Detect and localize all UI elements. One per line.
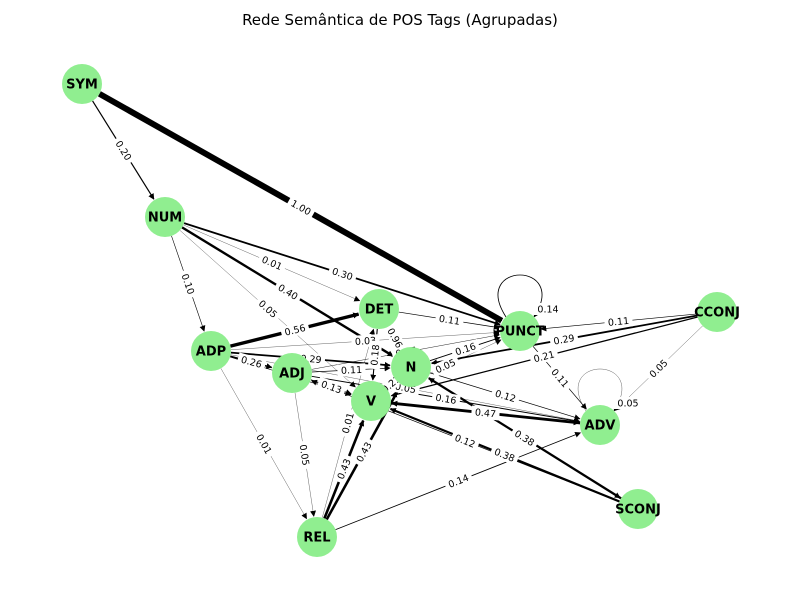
node-circle — [391, 347, 431, 387]
node-label: DET — [365, 303, 394, 318]
edge-weight-label: 0.05 — [296, 440, 313, 470]
node-circle — [191, 331, 231, 371]
edge-weight-label: 0.05 — [614, 397, 642, 409]
svg-text:0.11: 0.11 — [608, 316, 630, 329]
svg-text:0.26: 0.26 — [240, 355, 263, 371]
svg-text:0.12: 0.12 — [494, 388, 517, 405]
edge-weight-label: 0.40 — [272, 279, 304, 305]
node-circle — [272, 353, 312, 393]
node-circle — [359, 289, 399, 329]
node-adv: ADV — [580, 405, 620, 445]
svg-text:0.16: 0.16 — [435, 393, 458, 407]
node-label: SYM — [66, 78, 98, 93]
svg-text:0.11: 0.11 — [341, 365, 363, 377]
node-punct: PUNCT — [495, 311, 545, 351]
node-sym: SYM — [62, 64, 102, 104]
node-n: N — [391, 347, 431, 387]
node-circle — [145, 197, 185, 237]
svg-text:0.18: 0.18 — [369, 344, 382, 366]
svg-text:0.05: 0.05 — [617, 398, 638, 409]
nodes-layer: SYM NUM DET PUNCT CCONJ ADP ADJ N V ADV SCONJ REL — [62, 64, 740, 557]
node-circle — [62, 64, 102, 104]
node-label: ADJ — [279, 367, 305, 382]
edge-weight-label: 1.00 — [285, 195, 317, 220]
node-label: REL — [303, 531, 330, 546]
edge-weight-label: 0.11 — [546, 363, 574, 393]
edge-weight-label: 0.05 — [253, 295, 283, 323]
diagram-title: Rede Semântica de POS Tags (Agrupadas) — [242, 11, 558, 29]
node-circle — [500, 311, 540, 351]
node-label: N — [406, 361, 417, 376]
node-det: DET — [359, 289, 399, 329]
edge-weight-label: 0.38 — [509, 425, 540, 451]
svg-text:0.14: 0.14 — [537, 304, 558, 315]
svg-text:0.05: 0.05 — [434, 357, 458, 376]
node-cconj: CCONJ — [694, 292, 740, 332]
edge-weight-label: 0.11 — [434, 311, 465, 329]
node-circle — [580, 405, 620, 445]
edge-weight-label: 0.05 — [430, 354, 461, 378]
node-label: PUNCT — [495, 325, 545, 340]
edge-weight-label: 0.01 — [338, 407, 358, 439]
svg-text:0.12: 0.12 — [453, 433, 477, 451]
node-v: V — [351, 381, 391, 421]
node-circle — [618, 489, 658, 529]
svg-text:0.10: 0.10 — [179, 272, 196, 296]
node-label: CCONJ — [694, 306, 740, 321]
svg-text:0.13: 0.13 — [319, 379, 343, 396]
node-adj: ADJ — [272, 353, 312, 393]
edge-weight-label: 0.30 — [327, 264, 358, 284]
node-circle — [351, 381, 391, 421]
node-circle — [297, 517, 337, 557]
svg-text:0.47: 0.47 — [474, 407, 496, 420]
edge-weight-label: 0.12 — [490, 386, 521, 406]
node-label: SCONJ — [615, 503, 661, 518]
edge-weight-label: 0.10 — [177, 268, 199, 300]
edge-weight-label: 0.29 — [549, 331, 579, 348]
edge-weight-label: 0.16 — [431, 390, 461, 408]
svg-text:0.05: 0.05 — [297, 444, 311, 467]
svg-text:0.29: 0.29 — [553, 333, 576, 348]
node-label: NUM — [148, 211, 182, 226]
edge-adv-adv — [578, 368, 622, 412]
svg-text:0.01: 0.01 — [260, 255, 284, 273]
svg-text:0.11: 0.11 — [438, 314, 461, 328]
svg-text:0.01: 0.01 — [341, 412, 357, 435]
node-circle — [697, 292, 737, 332]
node-rel: REL — [297, 517, 337, 557]
svg-text:0.21: 0.21 — [533, 349, 556, 365]
edge-weight-label: 0.01 — [251, 428, 277, 460]
edge-weight-label: 0.11 — [337, 363, 366, 377]
edge-weight-label: 0.14 — [534, 303, 562, 315]
edge-weight-label: 0.18 — [367, 340, 382, 370]
edge-weight-label: 0.21 — [528, 347, 560, 366]
edge-punct-punct — [497, 274, 543, 318]
node-label: V — [366, 395, 376, 410]
node-label: ADV — [585, 419, 616, 434]
edge-weight-label: 0.47 — [470, 405, 501, 421]
node-sconj: SCONJ — [615, 489, 661, 529]
svg-text:0.56: 0.56 — [284, 323, 307, 339]
edge-weight-label: 0.12 — [449, 430, 481, 452]
svg-text:0.14: 0.14 — [447, 473, 471, 491]
node-adp: ADP — [191, 331, 231, 371]
node-label: ADP — [196, 345, 226, 360]
edge-weight-label: 0.43 — [333, 453, 355, 485]
edge-weight-label: 0.14 — [443, 470, 474, 492]
node-num: NUM — [145, 197, 185, 237]
edge-weight-label: 0.56 — [279, 320, 311, 340]
edge-weight-label: 0.26 — [236, 352, 267, 372]
edge-weight-label: 0.11 — [603, 314, 634, 329]
svg-text:0.30: 0.30 — [331, 266, 355, 283]
edge-weight-label: 0.20 — [110, 135, 137, 166]
svg-text:0.38: 0.38 — [492, 447, 516, 465]
